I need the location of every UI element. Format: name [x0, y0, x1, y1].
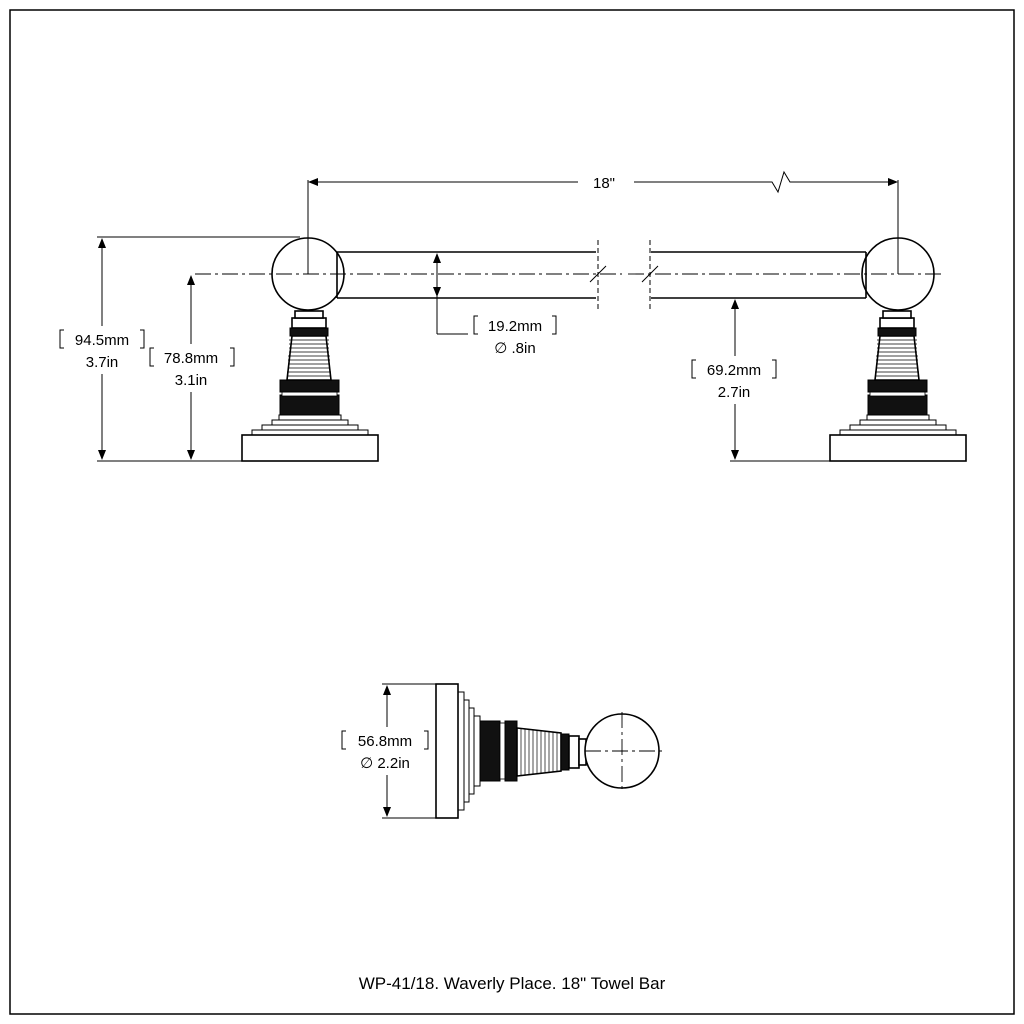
length-dimension: 18"	[308, 170, 898, 194]
right-mount	[829, 237, 967, 462]
bar-diameter-dimension: 19.2mm ∅ .8in	[433, 253, 557, 357]
bar-diameter-in: ∅ .8in	[494, 340, 535, 357]
bar-height-in: 2.7in	[718, 384, 751, 401]
base-diameter-dimension: 56.8mm ∅ 2.2in	[338, 685, 432, 817]
bar-height-mm: 69.2mm	[707, 362, 761, 379]
front-view: 18" 94.5mm 3.7in 78.8mm 3.1in	[56, 170, 967, 462]
center-height-mm: 78.8mm	[164, 350, 218, 367]
total-height-mm: 94.5mm	[75, 332, 129, 349]
base-diameter-in: ∅ 2.2in	[360, 755, 410, 772]
left-mount	[241, 237, 379, 462]
towel-bar	[195, 180, 945, 312]
drawing-caption: WP-41/18. Waverly Place. 18" Towel Bar	[359, 974, 666, 993]
total-height-dimension: 94.5mm 3.7in	[56, 238, 148, 460]
drawing-border	[9, 9, 1015, 1015]
base-diameter-mm: 56.8mm	[358, 733, 412, 750]
center-height-dimension: 78.8mm 3.1in	[146, 275, 238, 460]
bar-diameter-mm: 19.2mm	[488, 318, 542, 335]
length-label: 18"	[593, 175, 615, 192]
side-view: 56.8mm ∅ 2.2in	[338, 683, 664, 819]
center-height-in: 3.1in	[175, 372, 208, 389]
bar-height-dimension: 69.2mm 2.7in	[688, 299, 782, 460]
total-height-in: 3.7in	[86, 354, 119, 371]
